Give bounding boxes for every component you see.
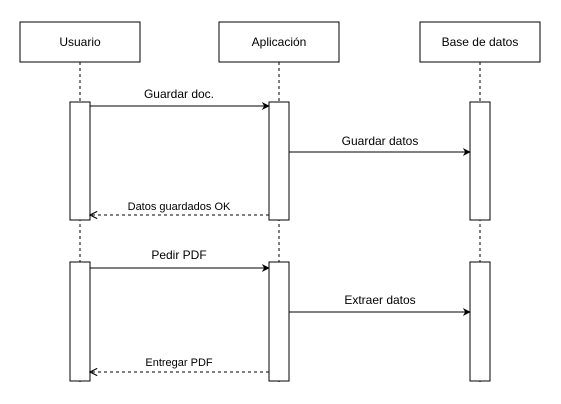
message-label-extraer-datos: Extraer datos [344, 293, 415, 307]
activation-aplicacion-2[interactable] [268, 261, 290, 382]
message-label-guardar-doc: Guardar doc. [144, 87, 214, 101]
message-label-guardar-datos: Guardar datos [342, 134, 419, 148]
participant-base-datos-label: Base de datos [442, 35, 519, 49]
participant-usuario-label: Usuario [59, 35, 101, 49]
participant-aplicacion-label: Aplicación [252, 35, 307, 49]
activation-base-datos-2[interactable] [469, 261, 491, 382]
activation-base-datos-1[interactable] [469, 101, 491, 221]
message-label-datos-guardados: Datos guardados OK [128, 201, 231, 213]
activation-usuario-2[interactable] [69, 261, 91, 382]
activation-usuario-1[interactable] [69, 101, 91, 221]
message-label-entregar-pdf: Entregar PDF [145, 357, 213, 369]
participant-usuario[interactable]: Usuario [19, 21, 141, 63]
activation-aplicacion-1[interactable] [268, 101, 290, 221]
participant-aplicacion[interactable]: Aplicación [218, 21, 340, 63]
participant-base-datos[interactable]: Base de datos [419, 21, 541, 63]
message-label-pedir-pdf: Pedir PDF [151, 248, 206, 262]
